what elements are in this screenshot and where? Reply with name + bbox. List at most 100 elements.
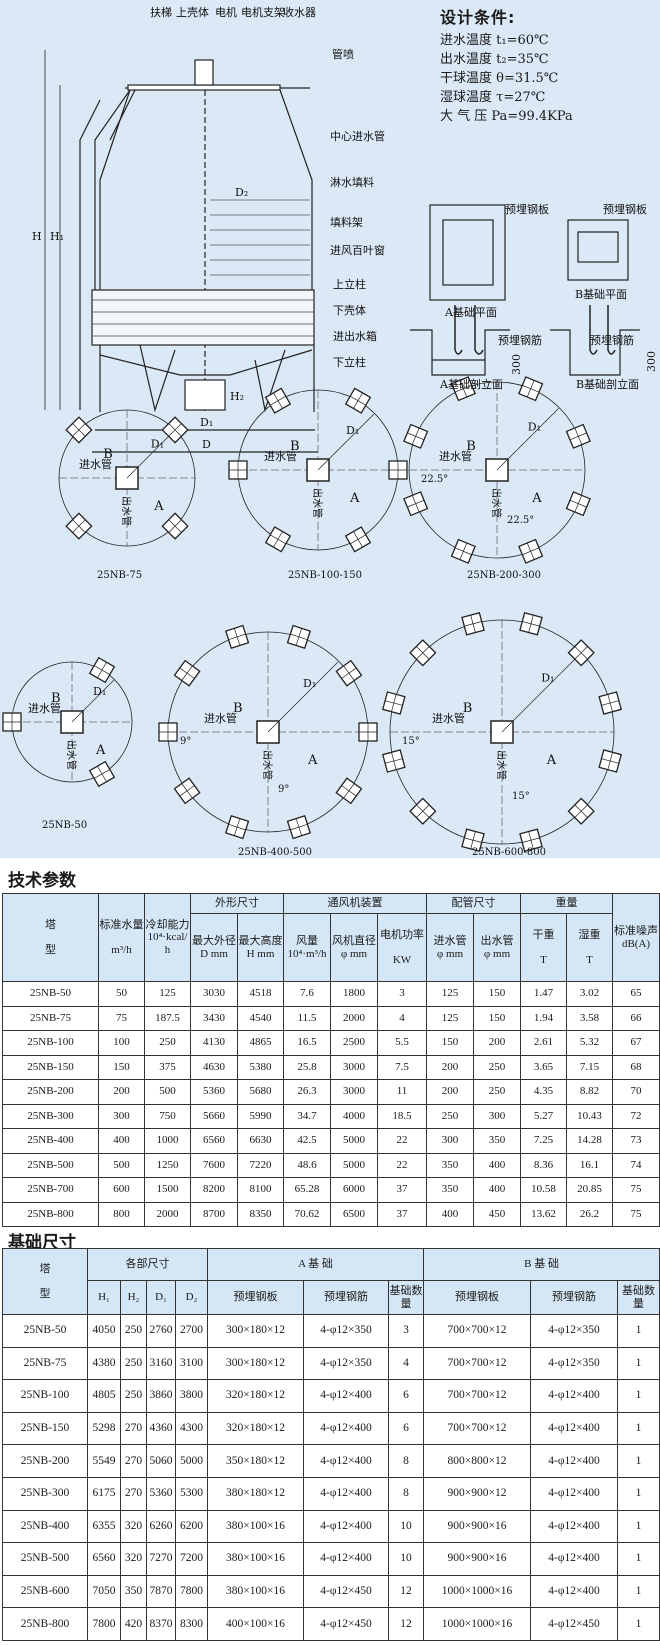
foundation-block <box>461 828 485 853</box>
table-cell: 25NB-200 <box>2 1079 99 1105</box>
table-cell: 65.28 <box>283 1177 331 1203</box>
table-cell: 4865 <box>237 1030 284 1056</box>
table-cell: 25NB-400 <box>2 1128 99 1154</box>
label-center-pipe: 中心进水管 <box>330 129 385 143</box>
table-cell: 25NB-150 <box>2 1411 88 1446</box>
table-cell: 5000 <box>330 1152 378 1178</box>
label-upper-column: 上立柱 <box>333 277 366 291</box>
th-dims: 外形尺寸 <box>190 893 284 914</box>
table-cell: 66 <box>612 1005 660 1031</box>
table-cell: 270 <box>120 1476 147 1511</box>
table-cell: 7.6 <box>283 981 331 1007</box>
label-b-rebar: 预埋钢筋 <box>590 333 634 347</box>
foundation-block <box>565 491 591 517</box>
table-cell: 3100 <box>175 1346 208 1381</box>
th-a-plate: 预埋钢板 <box>207 1280 304 1315</box>
table-cell: 26.3 <box>283 1079 331 1105</box>
foundation-block <box>224 814 250 840</box>
label-water-box: 进出水箱 <box>333 329 377 343</box>
base-dims-table: 塔型 各部尺寸 A 基 础 B 基 础 H₁ H₂ D₁ D₂ 预埋钢板 预埋钢… <box>2 1248 660 1641</box>
table-cell: 7270 <box>146 1542 176 1576</box>
table-cell: 1500 <box>144 1177 191 1203</box>
table-cell: 4-φ12×350 <box>530 1314 619 1348</box>
table-cell: 22 <box>376 1128 428 1154</box>
table-cell: 4-φ12×400 <box>530 1444 619 1478</box>
table-cell: 3800 <box>175 1379 208 1413</box>
th-cool-unit: 10⁴·kcal/h <box>147 931 188 956</box>
table-cell: 250 <box>473 1054 522 1080</box>
table-cell: 34.7 <box>283 1103 331 1129</box>
table-cell: 4-φ12×350 <box>303 1346 389 1381</box>
label-D1: D₁ <box>528 420 541 433</box>
label-A: A <box>307 753 318 768</box>
table-cell: 25NB-150 <box>2 1054 99 1080</box>
foundation-block <box>403 491 429 517</box>
label-upper-shell: 上壳体 <box>176 5 209 19</box>
label-motor: 电机 <box>215 5 237 19</box>
table-cell: 200 <box>473 1030 522 1056</box>
outlet-pipe-label: 出水管 <box>311 488 324 518</box>
foundation-block <box>173 777 201 805</box>
table-cell: 8370 <box>146 1607 176 1641</box>
table-cell: 400×100×16 <box>207 1607 304 1641</box>
th-a-rebar: 预埋钢筋 <box>303 1280 389 1315</box>
table-cell: 74 <box>612 1152 660 1178</box>
table-cell: 380×180×12 <box>207 1476 304 1511</box>
table-cell: 4050 <box>87 1314 121 1348</box>
th-b-plate: 预埋钢板 <box>423 1280 532 1315</box>
table-cell: 1 <box>617 1509 660 1544</box>
th-d2: D₂ <box>175 1280 208 1315</box>
table-cell: 4518 <box>237 981 284 1007</box>
th-model: 塔型 <box>2 1248 88 1315</box>
label-lower-column: 下立柱 <box>333 355 366 369</box>
foundation-block <box>173 659 201 687</box>
table-cell: 4-φ12×400 <box>303 1509 389 1544</box>
table-cell: 7.25 <box>520 1128 568 1154</box>
table-cell: 320×180×12 <box>207 1411 304 1446</box>
outlet-pipe-label: 出水管 <box>495 750 508 780</box>
label-a-rebar: 预埋钢筋 <box>498 333 542 347</box>
table-cell: 6355 <box>87 1509 121 1544</box>
table-cell: 25NB-300 <box>2 1103 99 1129</box>
foundation-block <box>518 376 544 402</box>
foundation-block <box>381 749 406 773</box>
table-cell: 11 <box>376 1079 428 1105</box>
table-cell: 350 <box>426 1177 475 1203</box>
table-cell: 25NB-500 <box>2 1152 99 1178</box>
angle-label: 9° <box>180 736 191 747</box>
label-H2: H₂ <box>230 390 244 403</box>
inlet-pipe-label: 进水管 <box>28 701 61 715</box>
table-cell: 25NB-75 <box>2 1346 88 1381</box>
table-cell: 5.32 <box>566 1030 614 1056</box>
label-fill: 淋水填料 <box>330 175 374 189</box>
table-cell: 6 <box>387 1411 425 1446</box>
table-cell: 8350 <box>237 1201 284 1227</box>
table-cell: 75 <box>98 1005 145 1031</box>
table-cell: 250 <box>426 1103 475 1129</box>
label-B: B <box>463 701 473 716</box>
table-cell: 8300 <box>175 1607 208 1641</box>
table-cell: 4-φ12×400 <box>303 1542 389 1576</box>
table-cell: 7220 <box>237 1152 284 1178</box>
label-D1: D₁ <box>93 685 106 698</box>
tower-drawing-svg: 进水管BAD₁出水管25NB-75进水管BAD₁出水管25NB-100-150进… <box>2 5 658 858</box>
table-cell: 37 <box>376 1177 428 1203</box>
table-cell: 8 <box>387 1476 425 1511</box>
table-cell: 380×100×16 <box>207 1574 304 1609</box>
table-cell: 8 <box>387 1444 425 1478</box>
table-cell: 187.5 <box>144 1005 191 1031</box>
table-cell: 10.43 <box>566 1103 614 1129</box>
table-cell: 4-φ12×400 <box>530 1542 619 1576</box>
table-cell: 4-φ12×400 <box>303 1476 389 1511</box>
table-cell: 270 <box>120 1411 147 1446</box>
